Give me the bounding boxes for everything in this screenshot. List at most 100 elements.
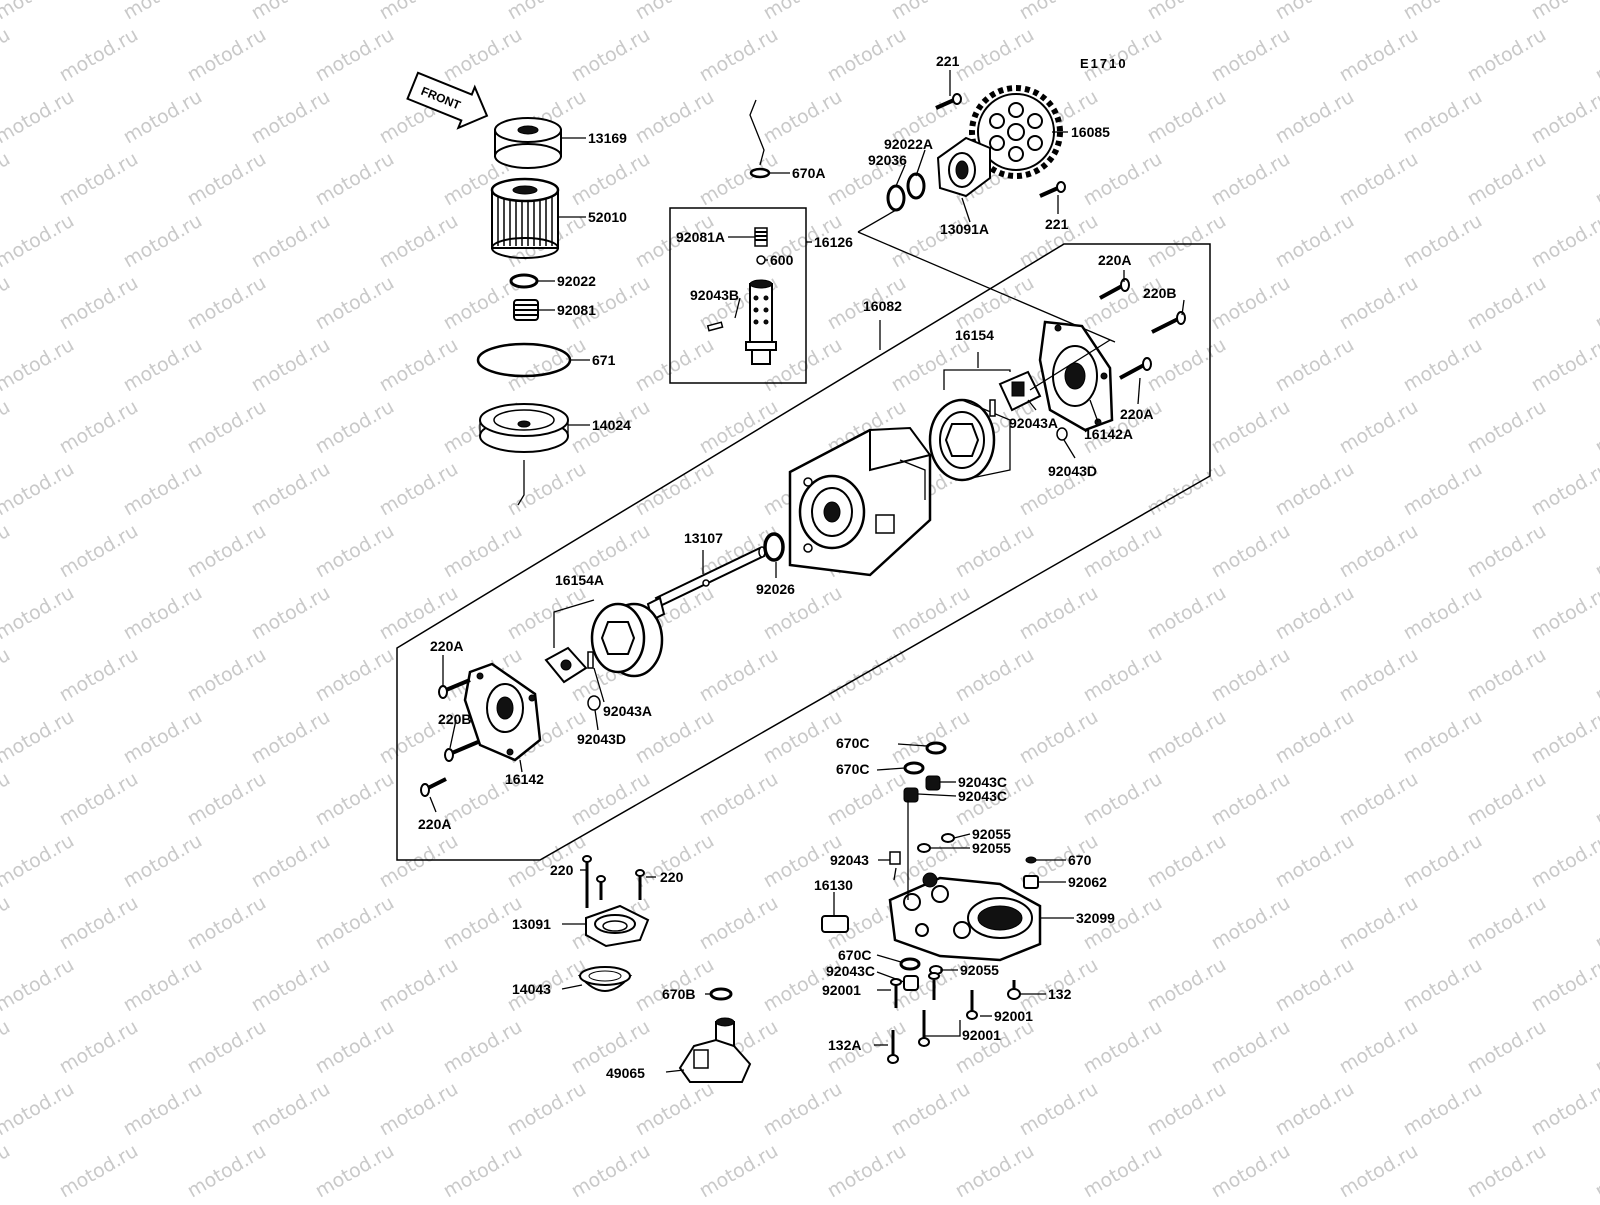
- label-16085: 16085: [1071, 124, 1110, 140]
- watermark-text: motod.ru: [1144, 830, 1230, 893]
- o-ring-670C-top-part: [927, 743, 945, 753]
- watermark-text: motod.ru: [376, 0, 462, 24]
- o-ring-670B-part: [711, 989, 731, 999]
- filter-cap-part: [495, 118, 561, 168]
- strainer-14043-part: [580, 967, 630, 991]
- watermark-text: motod.ru: [504, 582, 590, 645]
- watermark-text: motod.ru: [1528, 830, 1600, 893]
- watermark-text: motod.ru: [1144, 706, 1230, 769]
- watermark-text: motod.ru: [1336, 24, 1422, 87]
- watermark-text: motod.ru: [632, 458, 718, 521]
- filter-cover-part: [480, 404, 568, 452]
- watermark-text: motod.ru: [312, 1140, 398, 1200]
- watermark-text: motod.ru: [312, 892, 398, 955]
- watermark-text: motod.ru: [1464, 892, 1550, 955]
- watermark-text: motod.ru: [1080, 24, 1166, 87]
- label-671: 671: [592, 352, 616, 368]
- pin-92043-part: [890, 852, 900, 864]
- watermark-text: motod.ru: [440, 1016, 526, 1079]
- label-92055-mid: 92055: [972, 840, 1011, 856]
- label-132A: 132A: [828, 1037, 861, 1053]
- watermark-text: motod.ru: [0, 520, 14, 583]
- watermark-text: motod.ru: [1592, 24, 1600, 87]
- label-92026: 92026: [756, 581, 795, 597]
- label-92043D-left: 92043D: [577, 731, 626, 747]
- watermark-text: motod.ru: [1592, 148, 1600, 211]
- watermark-text: motod.ru: [1016, 0, 1102, 24]
- watermark-text: motod.ru: [1272, 334, 1358, 397]
- watermark-text: motod.ru: [760, 0, 846, 24]
- watermark-text: motod.ru: [1464, 768, 1550, 831]
- housing-32099-part: [890, 873, 1040, 960]
- label-16126: 16126: [814, 234, 853, 250]
- watermark-text: motod.ru: [56, 24, 142, 87]
- collar-92043C-top-part: [926, 776, 940, 790]
- collar-92043C-mid-part: [904, 788, 918, 802]
- watermark-text: motod.ru: [1464, 1016, 1550, 1079]
- watermark-text: motod.ru: [248, 458, 334, 521]
- o-ring-670A-part: [751, 169, 769, 177]
- watermark-text: motod.ru: [952, 24, 1038, 87]
- label-220A-right-top: 220A: [1098, 252, 1131, 268]
- watermark-text: motod.ru: [1144, 0, 1230, 24]
- watermark-text: motod.ru: [120, 954, 206, 1017]
- watermark-text: motod.ru: [56, 768, 142, 831]
- watermark-text: motod.ru: [1208, 1016, 1294, 1079]
- watermark-text: motod.ru: [632, 334, 718, 397]
- watermark-text: motod.ru: [696, 644, 782, 707]
- label-92001-right: 92001: [994, 1008, 1033, 1024]
- watermark-text: motod.ru: [696, 1140, 782, 1200]
- watermark-text: motod.ru: [1272, 0, 1358, 24]
- watermark-text: motod.ru: [1144, 582, 1230, 645]
- watermark-text: motod.ru: [440, 1140, 526, 1200]
- watermark-text: motod.ru: [1336, 892, 1422, 955]
- label-221-bottom: 221: [1045, 216, 1069, 232]
- watermark-text: motod.ru: [1528, 706, 1600, 769]
- watermark-text: motod.ru: [824, 644, 910, 707]
- label-670C-top: 670C: [836, 735, 869, 751]
- watermark-text: motod.ru: [1464, 1140, 1550, 1200]
- label-16142A: 16142A: [1084, 426, 1133, 442]
- watermark-text: motod.ru: [0, 0, 78, 24]
- watermark-text: motod.ru: [1400, 1078, 1486, 1141]
- watermark-text: motod.ru: [1400, 830, 1486, 893]
- bolt-92001-d-part: [967, 990, 977, 1019]
- watermark-text: motod.ru: [1464, 396, 1550, 459]
- watermark-text: motod.ru: [56, 148, 142, 211]
- watermark-text: motod.ru: [568, 148, 654, 211]
- label-600: 600: [770, 252, 794, 268]
- watermark-text: motod.ru: [1144, 86, 1230, 149]
- rotor-16154A-part: [592, 604, 662, 676]
- label-92043D-right: 92043D: [1048, 463, 1097, 479]
- label-220B-right: 220B: [1143, 285, 1176, 301]
- label-13107: 13107: [684, 530, 723, 546]
- watermark-text: motod.ru: [312, 520, 398, 583]
- watermark-text: motod.ru: [1080, 148, 1166, 211]
- watermark-text: motod.ru: [1208, 396, 1294, 459]
- dowel-92043D-right-part: [1057, 428, 1067, 440]
- label-92022A: 92022A: [884, 136, 933, 152]
- watermark-text: motod.ru: [440, 24, 526, 87]
- label-49065: 49065: [606, 1065, 645, 1081]
- watermark-text: motod.ru: [312, 24, 398, 87]
- label-92043B: 92043B: [690, 287, 739, 303]
- watermark-text: motod.ru: [568, 768, 654, 831]
- screw-220-mid-part: [597, 876, 605, 900]
- watermark-text: motod.ru: [632, 86, 718, 149]
- label-92043A-left: 92043A: [603, 703, 652, 719]
- watermark-text: motod.ru: [1144, 954, 1230, 1017]
- watermark-text: motod.ru: [1336, 272, 1422, 335]
- watermark-text: motod.ru: [1592, 644, 1600, 707]
- watermark-text: motod.ru: [376, 830, 462, 893]
- watermark-text: motod.ru: [1592, 396, 1600, 459]
- watermark-text: motod.ru: [0, 892, 14, 955]
- watermark-text: motod.ru: [1528, 582, 1600, 645]
- label-14024: 14024: [592, 417, 631, 433]
- label-670A: 670A: [792, 165, 825, 181]
- figure-code: E1710: [1080, 56, 1128, 71]
- watermark-text: motod.ru: [1400, 334, 1486, 397]
- watermark-text: motod.ru: [0, 148, 14, 211]
- watermark-text: motod.ru: [1528, 458, 1600, 521]
